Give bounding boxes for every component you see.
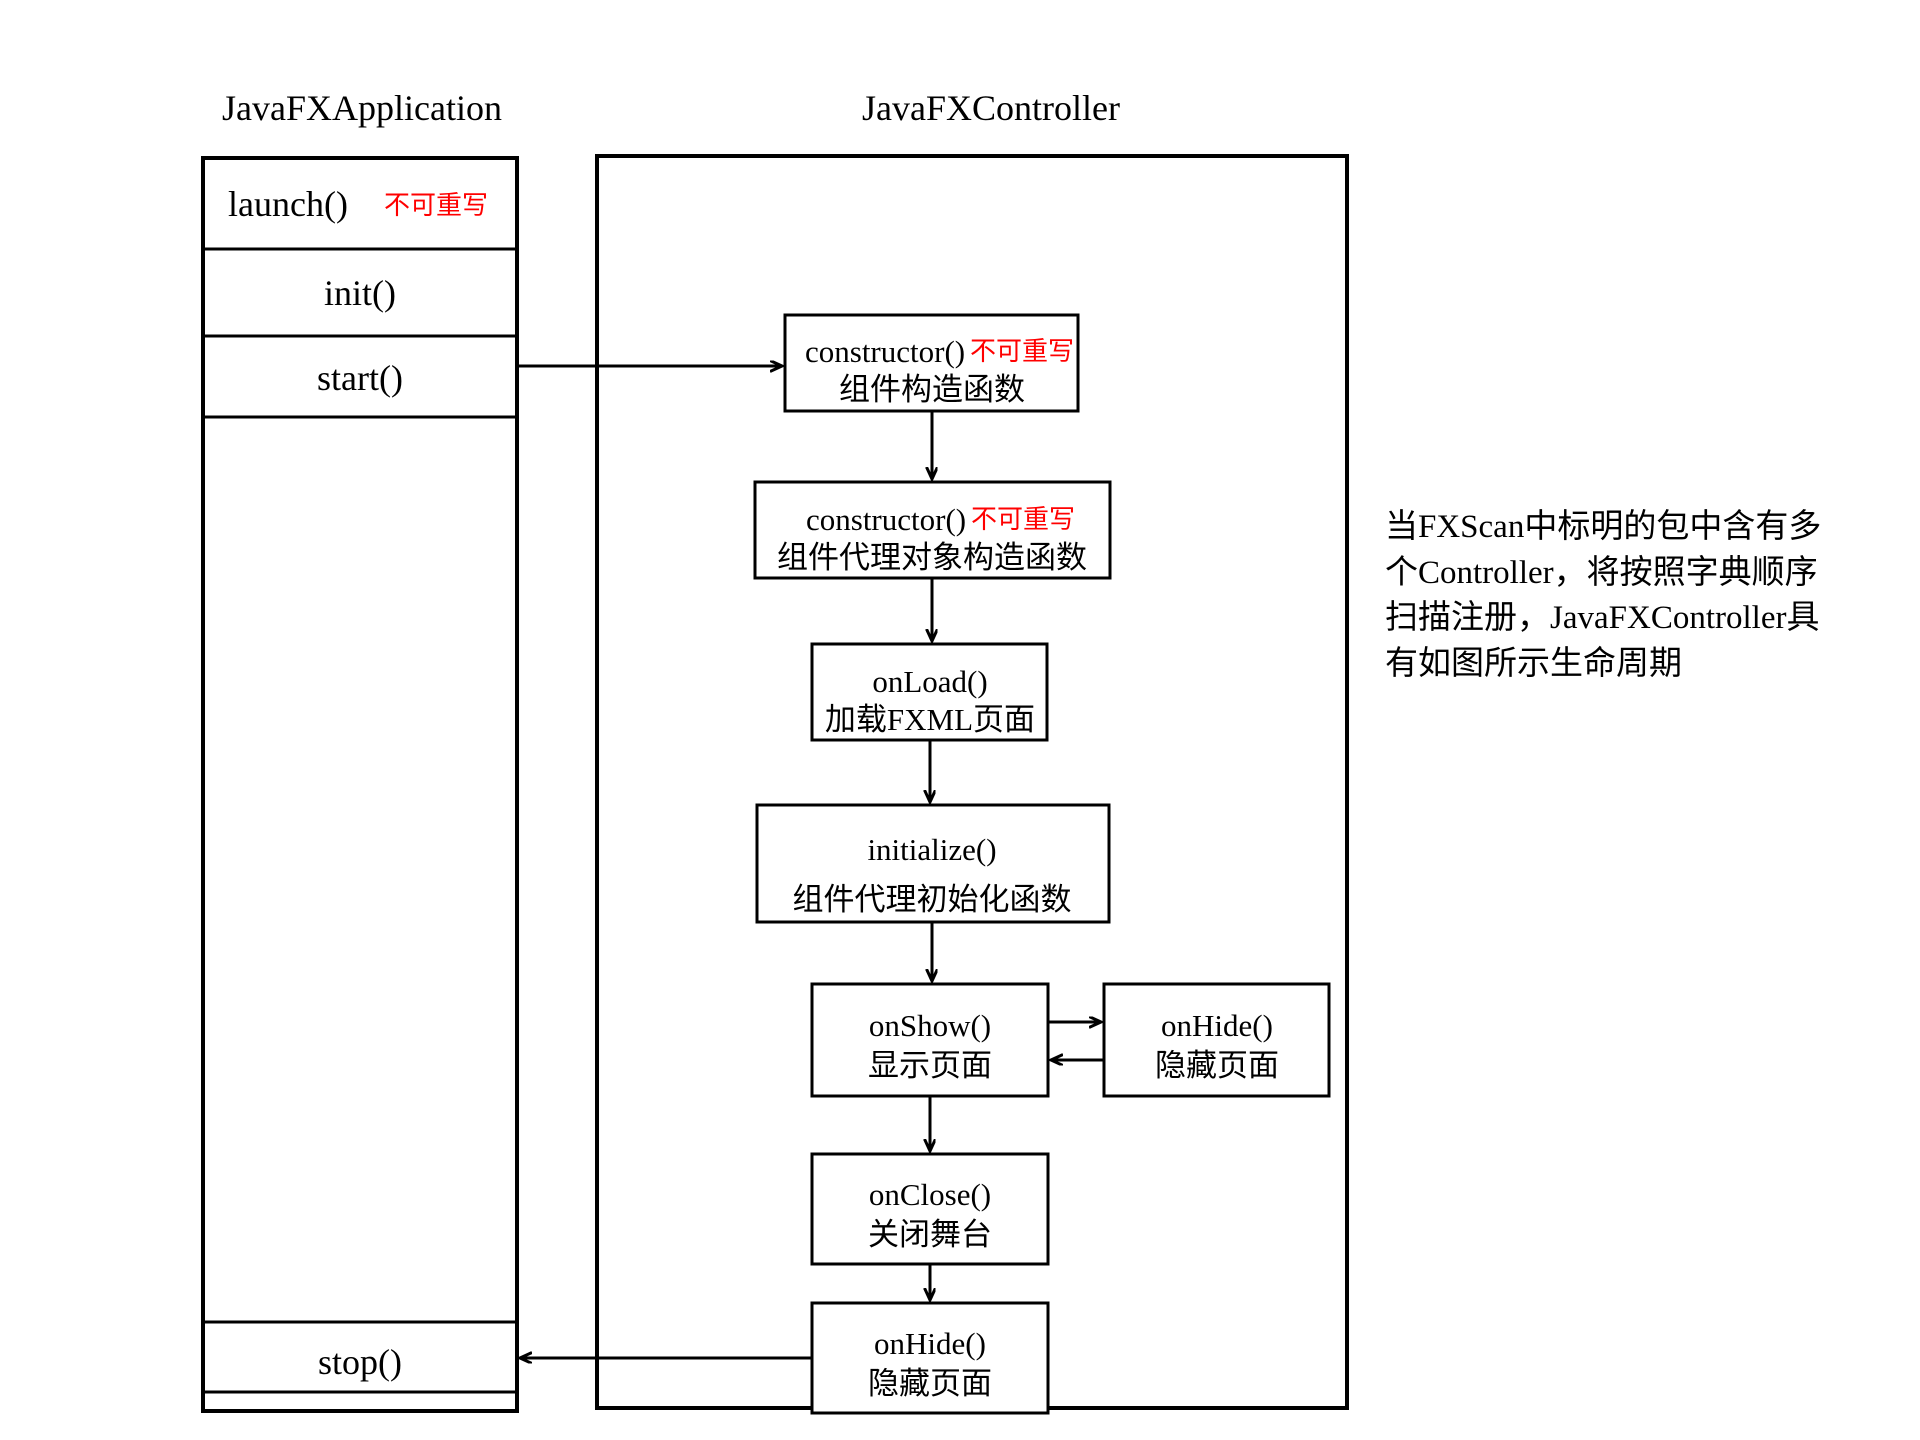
step-warning-constructor-component: 不可重写 (970, 337, 1074, 366)
app-row-launch-label: launch() (228, 184, 348, 224)
step-sublabel-onshow: 显示页面 (868, 1048, 992, 1083)
step-sublabel-onload: 加载FXML页面 (825, 702, 1035, 737)
step-box-constructor-component (783, 313, 1080, 413)
step-box-onhide-side (1102, 982, 1331, 1098)
step-box-constructor-proxy (753, 480, 1112, 580)
step-label-constructor-component: constructor() (805, 334, 965, 369)
lane-title-controller: JavaFXController (862, 88, 1120, 128)
app-row-stop-label: stop() (318, 1342, 402, 1382)
step-label-onclose: onClose() (869, 1177, 991, 1212)
step-sublabel-initialize: 组件代理初始化函数 (793, 882, 1072, 917)
step-sublabel-constructor-proxy: 组件代理对象构造函数 (777, 540, 1087, 575)
controller-scan-note: 当FXScan中标明的包中含有多个Controller，将按照字典顺序扫描注册，… (1385, 509, 1822, 682)
lane-title-application: JavaFXApplication (222, 88, 502, 128)
step-sublabel-onhide-side: 隐藏页面 (1155, 1048, 1279, 1083)
app-row-start-label: start() (317, 358, 403, 398)
app-row-launch-warning: 不可重写 (384, 191, 488, 220)
step-label-onload: onLoad() (872, 664, 987, 699)
app-row-init-label: init() (324, 273, 396, 313)
application-lane-container (201, 156, 519, 1413)
step-sublabel-onhide-final: 隐藏页面 (868, 1366, 992, 1401)
step-warning-constructor-proxy: 不可重写 (971, 505, 1075, 534)
step-box-onload (810, 642, 1049, 742)
step-label-initialize: initialize() (867, 832, 996, 867)
step-label-onhide-side: onHide() (1161, 1008, 1273, 1043)
step-label-onhide-final: onHide() (874, 1326, 986, 1361)
step-sublabel-constructor-component: 组件构造函数 (839, 372, 1025, 407)
step-box-onshow (810, 982, 1050, 1098)
step-box-onhide-final (810, 1301, 1050, 1415)
step-label-constructor-proxy: constructor() (806, 502, 966, 537)
step-label-onshow: onShow() (869, 1008, 991, 1043)
step-box-initialize (755, 803, 1111, 924)
step-sublabel-onclose: 关闭舞台 (868, 1217, 992, 1252)
